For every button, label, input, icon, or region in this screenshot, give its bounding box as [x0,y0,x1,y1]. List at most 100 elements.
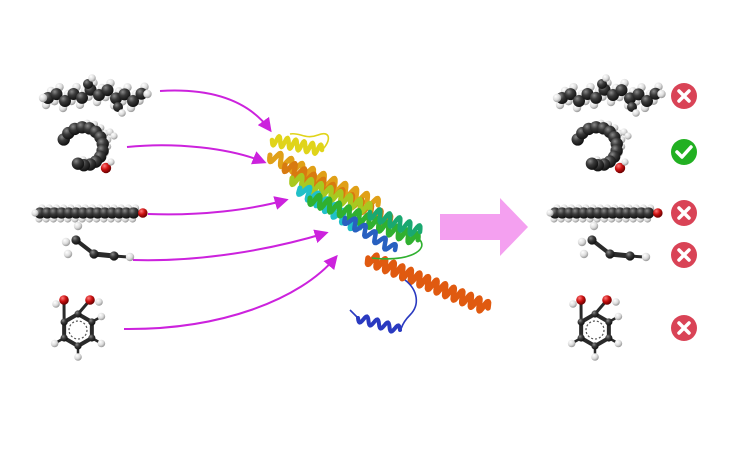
carbon-atom [113,102,123,112]
left-molecule-propyne [61,221,135,262]
hydrogen-atom [614,312,623,321]
hydrogen-atom [143,89,152,99]
hydrogen-atom [74,353,82,361]
left-molecule-curled-fatty-acid [57,119,118,174]
carbon-atom [641,94,653,107]
carbon-atom [88,334,96,342]
right-molecule-branched-alkane [552,74,666,117]
carbon-atom [564,88,577,101]
hydrogen-atom [73,221,83,231]
hydrogen-atom [97,312,106,321]
hydrogen-atom [632,109,640,117]
right-molecule-catechol [567,295,623,361]
x-mark [677,321,691,335]
x-circle-icon [671,315,697,341]
coil-loop [371,239,423,260]
carbon-atom [573,94,585,107]
carbon-atom [591,310,599,318]
binding-arrows [123,89,338,331]
carbon-atom [591,342,599,350]
arrow-5 [123,254,338,331]
alpha-helix [307,192,421,246]
x-mark [677,248,691,262]
hydrogen-atom [641,252,651,262]
coil-loop [289,132,330,151]
carbon-atom [83,79,93,89]
arrow-2 [126,144,267,165]
carbon-atom [127,94,139,107]
hydrogen-atom [602,74,610,82]
oxygen-atom [85,295,95,305]
hydrogen-atom [125,252,135,262]
left-molecule-branched-alkane [38,74,152,117]
carbon-atom [643,207,655,219]
alpha-helix [364,252,492,314]
x-circle-icon [671,83,697,109]
hydrogen-atom [552,93,562,103]
carbon-atom [74,342,82,350]
carbon-atom [605,249,615,259]
hydrogen-atom [567,339,576,348]
carbon-atom [632,88,645,101]
hydrogen-atom [589,221,599,231]
oxygen-atom [602,295,612,305]
carbon-atom [74,310,82,318]
hydrogen-atom [621,158,629,166]
aromatic-ring [68,320,88,340]
x-mark [677,89,691,103]
carbon-atom [88,318,96,326]
hydrogen-atom [107,158,115,166]
x-circle-icon [671,242,697,268]
left-molecule-linear-fatty-acid [31,204,148,223]
carbon-atom [605,334,613,342]
hydrogen-atom [38,93,48,103]
right-molecule-curled-fatty-acid [571,119,632,174]
hydrogen-atom [61,237,71,247]
hydrogen-atom [97,339,106,348]
alpha-helix [269,134,325,156]
hydrogen-atom [579,249,589,259]
oxygen-atom [100,162,112,174]
hydrogen-atom [546,209,554,217]
carbon-atom [101,84,114,97]
carbon-atom [89,249,99,259]
carbon-atom [597,79,607,89]
x-circle-icon [671,200,697,226]
carbon-atom [587,235,597,245]
carbon-atom [71,157,85,170]
hydrogen-atom [88,74,96,82]
protein-structure [267,132,492,334]
alpha-helix [356,314,402,334]
carbon-atom [60,318,68,326]
carbon-atom [76,91,88,104]
carbon-atom [128,207,140,219]
carbon-atom [577,334,585,342]
arrow-1 [159,89,272,133]
big-arrow [440,198,528,256]
hydrogen-atom [577,237,587,247]
carbon-atom [50,88,63,101]
hydrogen-atom [31,209,39,217]
oxygen-atom [614,162,626,174]
carbon-atom [605,318,613,326]
coil-loop [349,309,359,319]
carbon-atom [71,235,81,245]
alpha-helix [289,172,373,216]
carbon-atom [60,334,68,342]
hydrogen-atom [118,109,126,117]
coil-loop [399,279,418,331]
icon-circle [671,139,697,165]
left-molecule-catechol [50,295,106,361]
alpha-helix [342,215,398,253]
alpha-helix [367,207,423,237]
hydrogen-atom [591,353,599,361]
hydrogen-atom [50,339,59,348]
oxygen-atom [138,208,148,218]
carbon-atom [118,88,131,101]
hydrogen-atom [612,298,620,306]
hydrogen-atom [624,132,632,140]
hydrogen-atom [657,89,666,99]
right-molecule-linear-fatty-acid [546,204,663,223]
